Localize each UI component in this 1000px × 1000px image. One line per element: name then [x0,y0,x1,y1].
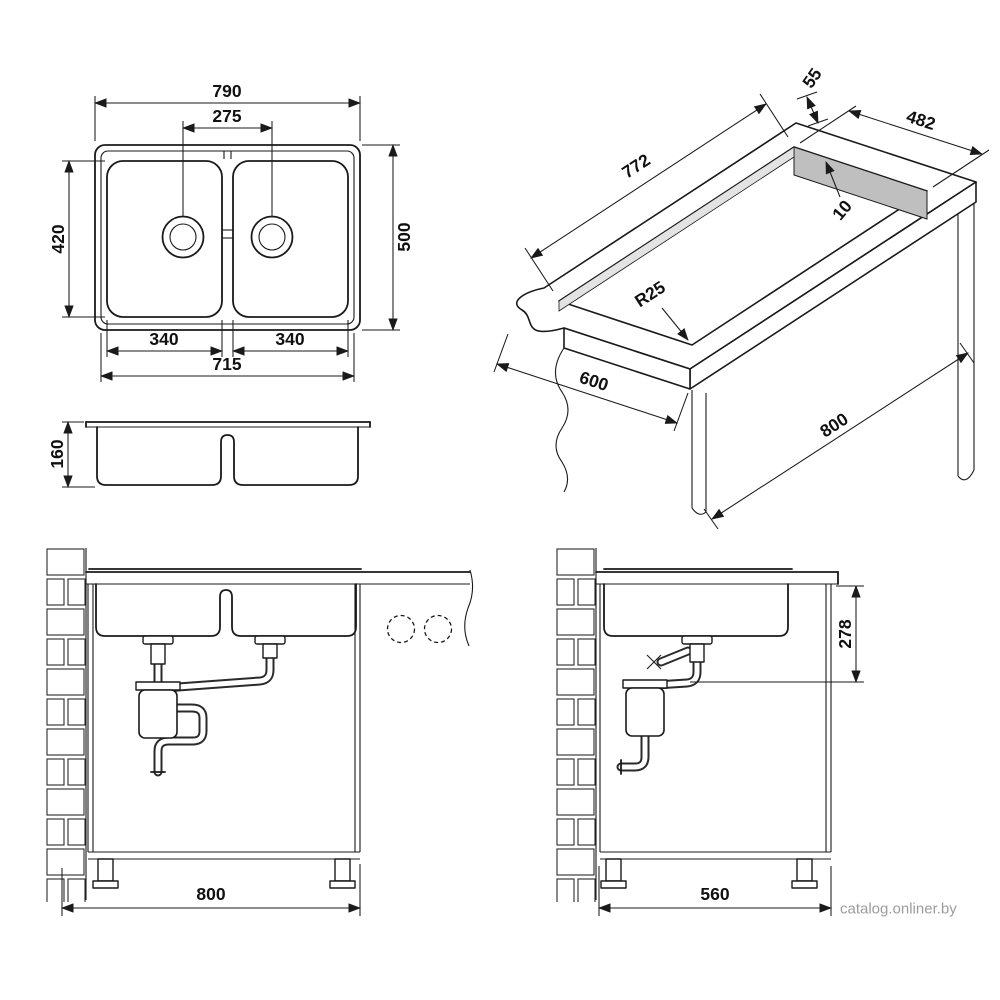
dim-label-800-iso: 800 [816,409,852,442]
support-right-break [957,469,975,481]
dim-label-800-front: 800 [196,884,225,904]
dim-160: 160 [47,420,95,489]
drain-tailpiece [689,643,705,663]
bottle-trap [625,687,665,737]
dim-420: 420 [48,159,105,319]
watermark: catalog.onliner.by [840,901,957,918]
bowl-left [106,160,223,318]
dim-275: 275 [181,106,274,216]
dim-label-482: 482 [904,106,938,134]
drain-tailpiece-left [150,643,166,665]
dim-500: 500 [362,143,414,332]
drain-flange-left [142,635,174,645]
profile-view: 160 [47,420,371,489]
dim-800-iso: 800 [703,342,975,530]
waste-pipe [618,733,648,770]
drain-flange [681,635,713,645]
drain-tailpiece-right [262,643,278,659]
brick-wall [556,548,596,902]
cabinet-foot [92,880,119,889]
knockout-hole [386,614,416,644]
break-line [554,347,569,493]
cabinet-foot [600,880,627,889]
dim-label-55: 55 [798,64,826,92]
cabinet-foot [329,880,356,889]
brick-wall [46,548,86,902]
dim-55: 55 [796,64,829,127]
profile-bowls [96,426,359,486]
cabinet-leg [605,858,622,882]
dim-label-160: 160 [47,439,67,468]
dim-label-600: 600 [577,367,611,395]
trap-cap [622,679,668,689]
dim-278: 278 [690,584,864,684]
dim-800-front: 800 [60,864,362,916]
dim-label-772: 772 [618,150,654,183]
valve-icon [646,654,662,670]
drain-flange-right [254,635,286,645]
dim-label-340-right: 340 [275,329,304,349]
drain-right-outer [250,215,294,259]
dim-label-560: 560 [700,884,729,904]
dim-label-715: 715 [212,354,241,374]
drain-right-inner [258,223,286,251]
plan-view: 790 275 420 500 340 [48,81,414,382]
knockout-hole [423,614,453,644]
sink-outer-edge [94,144,361,331]
cabinet-leg [796,858,813,882]
dim-340-right: 340 [231,320,350,357]
countertop-break [464,569,474,647]
side-installation-view: 278 560 [556,548,864,916]
dim-label-275: 275 [212,106,241,126]
trap-cap [135,681,181,691]
bottle-trap [138,689,178,739]
waste-pipe [155,705,206,775]
dim-label-340-left: 340 [149,329,178,349]
dim-715: 715 [99,333,356,382]
dim-label-500: 500 [394,222,414,251]
bowl-right [232,160,349,318]
support-mid-break [691,507,707,515]
dim-label-278: 278 [835,619,855,648]
dim-label-420: 420 [48,224,68,253]
drain-left-inner [169,223,197,251]
sink-bowls-section [95,583,357,637]
sink-bowl-section [603,583,789,637]
drain-left-outer [161,215,205,259]
cutout-iso-view: 772 482 55 10 R25 600 [493,64,990,530]
cabinet-leg [334,858,351,882]
sink-rim-line [100,150,355,325]
cabinet-foot [791,880,818,889]
cabinet-leg [97,858,114,882]
front-installation-view: 800 [46,548,474,916]
dim-340-left: 340 [105,320,224,357]
dim-label-790: 790 [212,81,241,101]
dim-790: 790 [93,81,362,141]
dim-560: 560 [597,866,833,916]
